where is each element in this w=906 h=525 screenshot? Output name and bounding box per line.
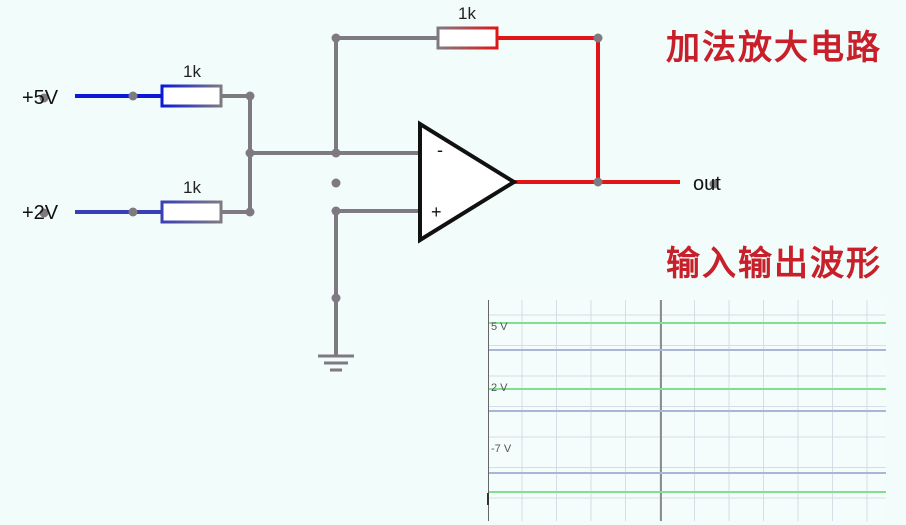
input-resistor-1 [160,84,223,108]
input-label-5v: +5V [22,87,59,109]
output-label: out [693,173,721,195]
opamp-plus-sign: + [431,202,442,222]
plus-ground-wire [334,209,420,356]
scope-display: 5 V 2 V -7 V [487,298,886,521]
output-wires [497,36,680,184]
opamp-minus-sign: - [437,140,443,160]
ground-icon [318,354,354,372]
input-resistor-2 [160,200,223,224]
input-resistor-1-label: 1k [183,62,201,81]
scope-label-5v: 5 V [491,321,508,333]
input-label-2v: +2V [22,202,59,224]
input-resistor-2-label: 1k [183,178,201,197]
feedback-red-wire [497,36,600,182]
feedback-resistor [436,26,499,50]
waveform-title: 输入输出波形 [666,244,882,284]
feedback-resistor-label: 1k [458,4,476,23]
scope-label-neg7v: -7 V [491,443,512,455]
junction-dots [39,33,719,303]
scope-label-2v: 2 V [491,382,508,394]
gray-wires [220,36,438,356]
opamp-triangle [418,120,518,244]
circuit-title: 加法放大电路 [666,28,882,68]
scope-background [488,298,886,521]
input-summing-wire [220,94,252,214]
